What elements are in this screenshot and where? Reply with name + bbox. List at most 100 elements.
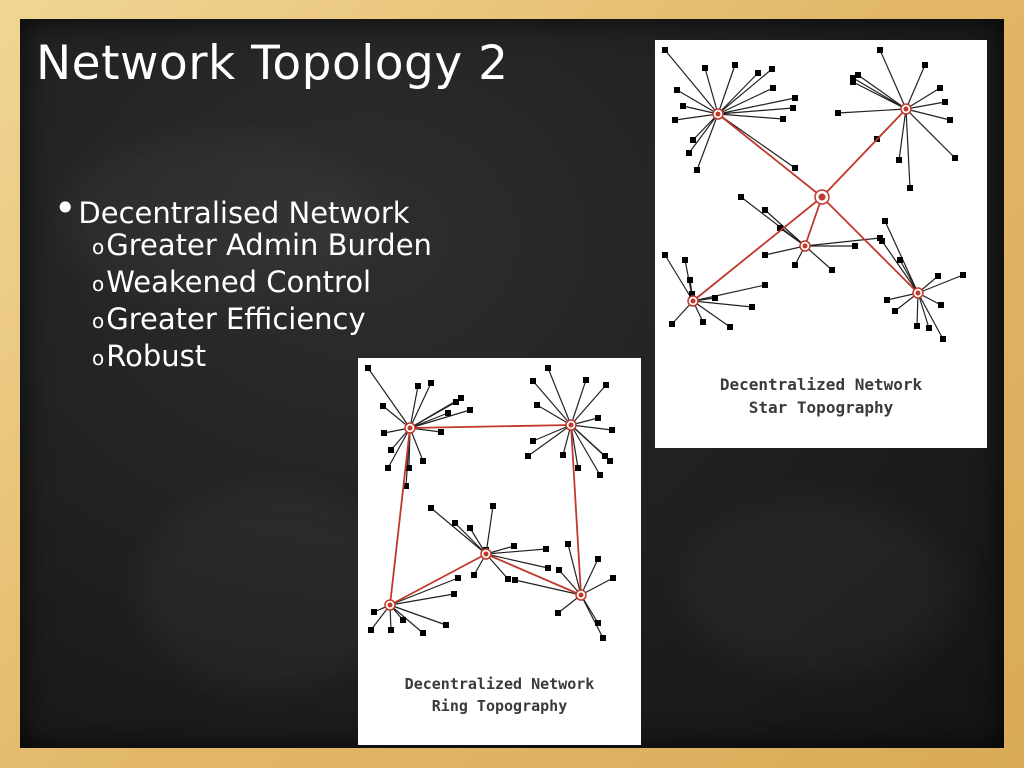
hub-node-core: [903, 106, 909, 112]
spoke-line: [764, 245, 806, 256]
end-node: [420, 630, 426, 636]
end-node: [575, 465, 581, 471]
end-node: [512, 577, 518, 583]
spoke-line: [409, 385, 419, 429]
spoke-line: [664, 49, 719, 115]
end-node: [443, 622, 449, 628]
end-node: [892, 308, 898, 314]
spoke-line: [547, 367, 572, 426]
end-node: [960, 272, 966, 278]
spoke-line: [580, 594, 604, 639]
end-node: [947, 117, 953, 123]
spoke-line: [567, 543, 582, 596]
spoke-line: [837, 108, 907, 114]
sub-bullet-text: Weakened Control: [106, 265, 372, 299]
bullet-item: •Decentralised Network: [54, 189, 410, 231]
end-node: [680, 103, 686, 109]
spoke-line: [430, 507, 487, 555]
end-node: [687, 277, 693, 283]
caption-line: Star Topography: [748, 398, 894, 417]
end-node: [511, 543, 517, 549]
network-link: [821, 108, 907, 198]
end-node: [543, 546, 549, 552]
end-node: [453, 399, 459, 405]
network-link: [389, 553, 487, 606]
spoke-line: [382, 405, 411, 429]
end-node: [792, 262, 798, 268]
spoke-line: [387, 427, 411, 469]
spoke-line: [717, 72, 759, 115]
end-node: [879, 238, 885, 244]
spoke-line: [717, 87, 774, 115]
spoke-line: [717, 64, 736, 115]
spoke-line: [409, 401, 457, 429]
end-node: [467, 525, 473, 531]
end-node: [458, 395, 464, 401]
end-node: [610, 575, 616, 581]
spoke-line: [905, 101, 946, 110]
end-node: [595, 556, 601, 562]
end-node: [694, 167, 700, 173]
spoke-line: [717, 113, 784, 120]
end-node: [738, 194, 744, 200]
end-node: [792, 95, 798, 101]
end-node: [388, 447, 394, 453]
end-node: [790, 105, 796, 111]
end-node: [381, 430, 387, 436]
spoke-line: [570, 424, 606, 457]
end-node: [922, 62, 928, 68]
end-node: [545, 565, 551, 571]
network-link: [717, 113, 823, 198]
spoke-line: [704, 67, 719, 115]
end-node: [672, 117, 678, 123]
spoke-line: [905, 108, 956, 159]
spoke-line: [881, 240, 919, 294]
end-node: [560, 452, 566, 458]
end-node: [467, 407, 473, 413]
spoke-line: [580, 577, 614, 596]
end-node: [852, 243, 858, 249]
spoke-line: [389, 593, 455, 606]
spoke-line: [857, 74, 907, 110]
network-link: [485, 553, 582, 596]
end-node: [884, 297, 890, 303]
end-node: [762, 207, 768, 213]
spoke-line: [664, 254, 694, 302]
star-figure-caption: Decentralized Network Star Topography: [655, 373, 987, 419]
spoke-line: [389, 604, 424, 634]
spoke-line: [692, 300, 731, 328]
end-node: [525, 453, 531, 459]
sub-bullet-marker: o: [92, 309, 105, 333]
end-node: [792, 165, 798, 171]
end-node: [490, 503, 496, 509]
end-node: [850, 79, 856, 85]
network-link: [409, 424, 572, 429]
hub-node-core: [407, 425, 413, 431]
end-node: [689, 291, 695, 297]
end-node: [505, 576, 511, 582]
spoke-line: [485, 505, 494, 555]
end-node: [471, 572, 477, 578]
sub-bullet-marker: o: [92, 272, 105, 296]
end-node: [545, 365, 551, 371]
spoke-line: [898, 108, 907, 161]
end-node: [914, 323, 920, 329]
sub-bullet-item: oGreater Admin Burden: [92, 227, 432, 265]
spoke-line: [899, 259, 919, 294]
end-node: [385, 465, 391, 471]
spoke-line: [674, 113, 719, 121]
end-node: [455, 575, 461, 581]
hub-node-core: [578, 592, 584, 598]
spoke-line: [527, 424, 572, 457]
end-node: [406, 465, 412, 471]
end-node: [762, 252, 768, 258]
spoke-line: [879, 49, 907, 110]
spoke-line: [696, 113, 719, 171]
spoke-line: [717, 107, 794, 115]
sub-bullet-text: Greater Efficiency: [106, 302, 366, 336]
end-node: [700, 319, 706, 325]
end-node: [530, 438, 536, 444]
spoke-line: [454, 522, 487, 555]
end-node: [674, 87, 680, 93]
